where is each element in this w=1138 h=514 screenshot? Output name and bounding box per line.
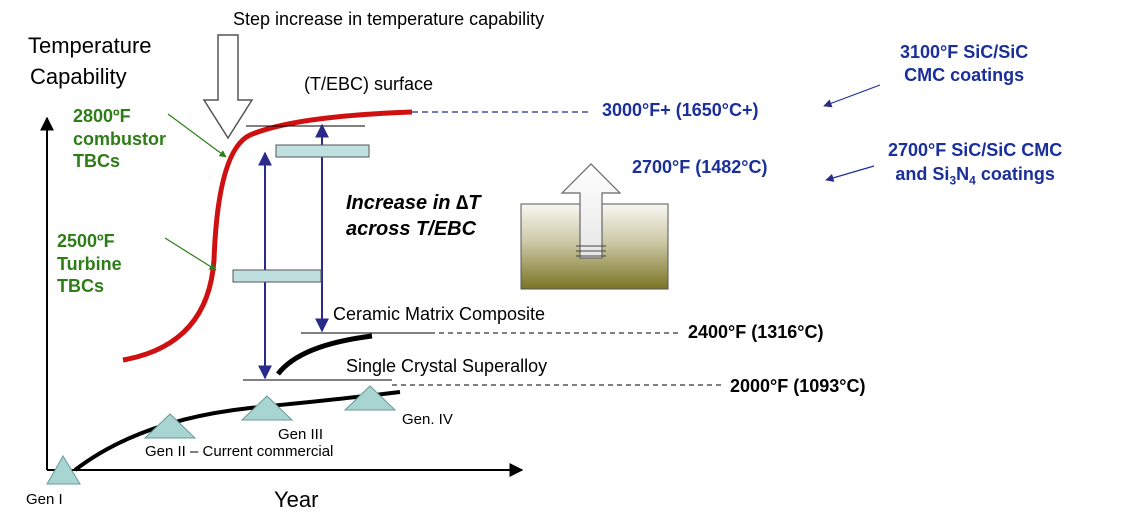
step-down-arrow <box>202 34 254 140</box>
combustor-bar <box>275 144 370 158</box>
turbine-bar <box>232 269 322 283</box>
delta-t-annotation: Increase in ∆T across T/EBC <box>346 190 481 242</box>
combustor-line1: 2800ºF <box>73 106 131 126</box>
gen2-triangle <box>143 413 197 439</box>
temp-2700-label: 2700°F (1482°C) <box>632 157 768 177</box>
turbine-line3: TBCs <box>57 276 105 296</box>
sic-3100-annotation: 3100°F SiC/SiC CMC coatings <box>900 41 1028 88</box>
turbine-line2: Turbine <box>57 253 122 274</box>
combustor-tbc-annotation: 2800ºF combustor TBCs <box>73 105 166 173</box>
gen3-label: Gen III <box>278 426 324 443</box>
gen1-label: Gen I <box>26 491 63 508</box>
sic3100-leader <box>823 84 881 108</box>
gen3-triangle <box>240 395 294 421</box>
coating-up-arrow <box>560 163 622 259</box>
cmc-label: Ceramic Matrix Composite <box>333 304 546 324</box>
combustor-line2: combustor <box>73 128 167 149</box>
combustor-leader <box>167 113 227 158</box>
sic2700-prefix: and Si <box>895 164 950 185</box>
gen1-triangle <box>46 455 81 485</box>
sic2700-mid: N <box>956 164 970 185</box>
gen2-label: Gen II – Current commercial <box>145 443 334 460</box>
sic2700-line1: 2700°F SiC/SiC CMC <box>888 140 1063 160</box>
gen4-label: Gen. IV <box>402 411 453 428</box>
sic3100-line1: 3100°F SiC/SiC <box>900 42 1029 62</box>
tebc-surface-curve <box>122 109 413 363</box>
x-axis-label: Year <box>274 487 319 512</box>
sic3100-line2: CMC coatings <box>904 65 1025 86</box>
delta-t-line1: Increase in ∆T <box>346 192 481 214</box>
combustor-line3: TBCs <box>73 151 121 171</box>
sic2700-suffix: coatings <box>975 164 1055 185</box>
temp-2400-label: 2400°F (1316°C) <box>688 322 824 342</box>
tebc-surface-label: (T/EBC) surface <box>304 74 434 94</box>
cmc-curve <box>276 333 373 376</box>
diagram-title: Step increase in temperature capability <box>233 9 545 29</box>
turbine-tbc-annotation: 2500ºF Turbine TBCs <box>57 230 122 298</box>
delta-t-line2: across T/EBC <box>346 218 477 240</box>
y-axis-label-line1: Temperature <box>28 33 152 58</box>
superalloy-label: Single Crystal Superalloy <box>346 356 548 376</box>
y-axis-label-line2: Capability <box>30 64 127 89</box>
sic-2700-annotation: 2700°F SiC/SiC CMC and Si3N4 coatings <box>888 138 1062 189</box>
temp-3000-label: 3000°F+ (1650°C+) <box>602 100 759 120</box>
sic2700-sub1: 3 <box>949 173 957 188</box>
gen4-triangle <box>343 385 397 411</box>
turbine-leader <box>164 237 217 271</box>
turbine-line1: 2500ºF <box>57 231 115 251</box>
sic2700-line2: and Si3N4 coatings <box>888 162 1062 189</box>
sic2700-leader <box>825 165 875 182</box>
temp-2000-label: 2000°F (1093°C) <box>730 376 866 396</box>
sic2700-sub2: 4 <box>969 173 976 188</box>
